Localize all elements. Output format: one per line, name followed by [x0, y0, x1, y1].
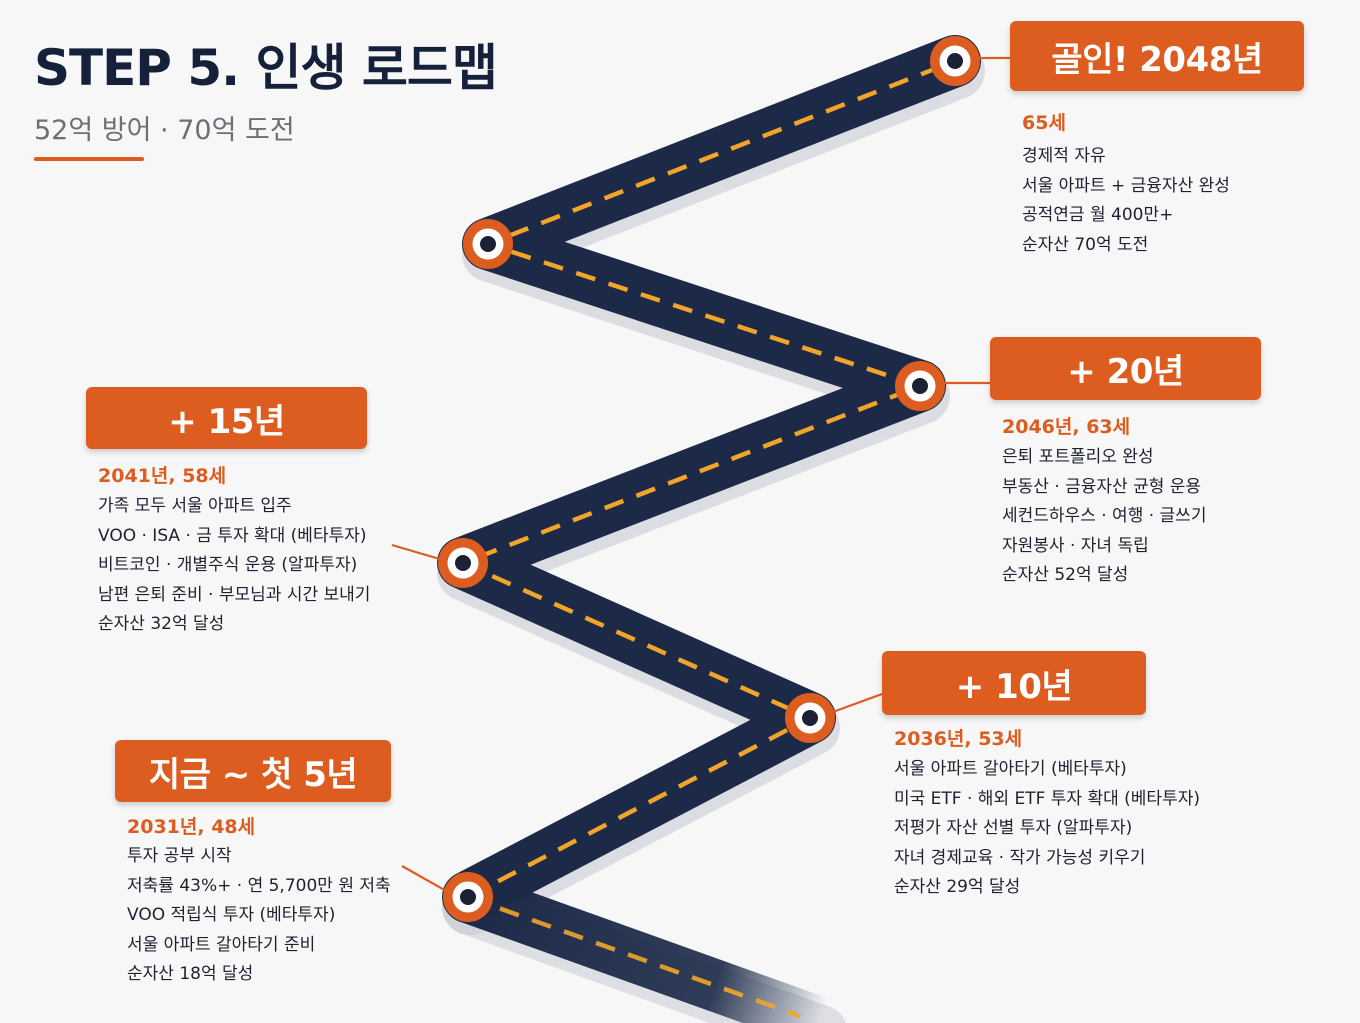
milestone-marker: [443, 872, 493, 922]
road-center-dash: [460, 58, 956, 1019]
page-subtitle: 52억 방어 · 70억 도전: [34, 115, 295, 146]
milestone-badge: 골인! 2048년: [1010, 21, 1304, 91]
milestone-items: 경제적 자유 서울 아파트 + 금융자산 완성 공적연금 월 400만+ 순자산…: [1022, 142, 1230, 260]
milestone-item: 서울 아파트 + 금융자산 완성: [1022, 175, 1230, 196]
milestone-item: 순자산 70억 도전: [1022, 234, 1149, 255]
milestone-badge: 지금 ~ 첫 5년: [115, 740, 391, 802]
milestone-item: 미국 ETF · 해외 ETF 투자 확대 (베타투자): [894, 788, 1200, 809]
milestone-item: 투자 공부 시작: [127, 846, 232, 866]
milestone-items: 가족 모두 서울 아파트 입주 VOO · ISA · 금 투자 확대 (베타투…: [98, 492, 370, 640]
milestone-badge: + 10년: [882, 651, 1146, 715]
milestone-item: 자원봉사 · 자녀 독립: [1002, 535, 1149, 556]
road-body: [437, 35, 981, 1023]
milestone-badge: + 20년: [990, 337, 1261, 400]
milestone-item: VOO · ISA · 금 투자 확대 (베타투자): [98, 525, 367, 546]
connector-lines: [391, 56, 1010, 893]
milestone-date: 2046년, 63세: [1002, 416, 1131, 438]
milestone-item: 순자산 52억 달성: [1002, 565, 1129, 586]
title-underline: [34, 157, 144, 161]
milestone-item: 남편 은퇴 준비 · 부모님과 시간 보내기: [98, 584, 371, 605]
milestone-item: 부동산 · 금융자산 균형 운용: [1002, 476, 1202, 497]
milestone-items: 은퇴 포트폴리오 완성 부동산 · 금융자산 균형 운용 세컨드하우스 · 여행…: [1002, 443, 1206, 591]
milestone-item: 순자산 29억 달성: [894, 877, 1021, 898]
connector-line: [829, 692, 883, 715]
milestone-date: 2031년, 48세: [127, 816, 256, 838]
milestone-item: 은퇴 포트폴리오 완성: [1002, 447, 1154, 467]
page-title: STEP 5. 인생 로드맵: [34, 39, 498, 97]
milestone-marker: [930, 36, 980, 86]
milestone-item: 가족 모두 서울 아파트 입주: [98, 496, 292, 516]
connector-line: [391, 543, 444, 562]
milestone-item: VOO 적립식 투자 (베타투자): [127, 905, 336, 926]
milestone-date: 2036년, 53세: [894, 728, 1023, 750]
milestone-item: 순자산 32억 달성: [98, 614, 225, 635]
milestone-marker: [895, 361, 945, 411]
connector-line: [401, 865, 449, 893]
milestone-item: 저평가 자산 선별 투자 (알파투자): [894, 818, 1133, 839]
milestone-items: 서울 아파트 갈아타기 (베타투자) 미국 ETF · 해외 ETF 투자 확대…: [894, 755, 1200, 903]
milestone-item: 순자산 18억 달성: [127, 964, 254, 985]
milestone-item: 저축률 43%+ · 연 5,700만 원 저축: [127, 875, 391, 896]
milestone-item: 경제적 자유: [1022, 146, 1106, 166]
milestone-marker: [438, 538, 488, 588]
milestone-markers: [438, 36, 980, 922]
milestone-date: 2041년, 58세: [98, 465, 227, 487]
milestone-item: 서울 아파트 갈아타기 (베타투자): [894, 759, 1127, 779]
milestone-badge: + 15년: [86, 387, 367, 449]
milestone-item: 비트코인 · 개별주식 운용 (알파투자): [98, 555, 358, 576]
milestone-marker: [785, 693, 835, 743]
milestone-items: 투자 공부 시작 저축률 43%+ · 연 5,700만 원 저축 VOO 적립…: [127, 842, 391, 990]
milestone-date: 65세: [1022, 112, 1066, 134]
milestone-item: 자녀 경제교육 · 작가 가능성 키우기: [894, 847, 1146, 868]
milestone-item: 공적연금 월 400만+: [1022, 205, 1174, 226]
milestone-item: 세컨드하우스 · 여행 · 글쓰기: [1002, 506, 1207, 527]
milestone-item: 서울 아파트 갈아타기 준비: [127, 934, 316, 955]
milestone-marker: [463, 219, 513, 269]
